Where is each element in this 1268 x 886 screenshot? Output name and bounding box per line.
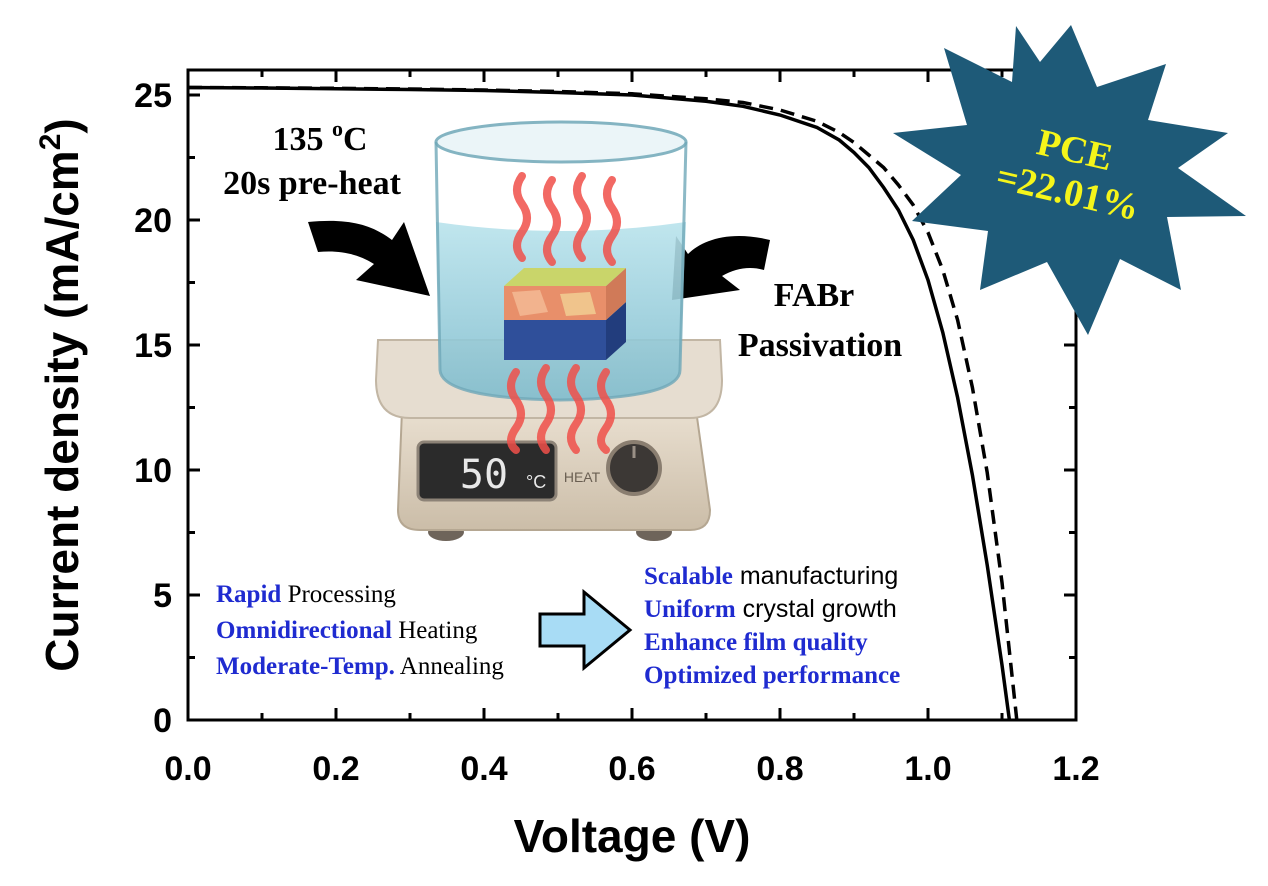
star-burst [893,25,1246,335]
heat-label: HEAT [564,469,601,485]
y-tick-label: 20 [134,202,172,240]
list-item: Moderate-Temp. Annealing [216,653,504,680]
x-tick-labels: 0.0 0.2 0.4 0.6 0.8 1.0 1.2 [164,750,1099,788]
x-axis-title: Voltage (V) [514,810,751,862]
pce-badge: PCE =22.01% [893,25,1246,335]
x-tick-label: 0.6 [608,750,655,788]
y-tick-label: 10 [134,452,172,490]
list-item: Optimized performance [644,662,900,689]
y-tick-label: 0 [153,702,172,740]
film-grain-1 [512,290,548,316]
x-tick-label: 0.8 [756,750,803,788]
list-item: Enhance film quality [644,629,868,656]
x-tick-label: 0.4 [460,750,507,788]
x-tick-label: 1.0 [904,750,951,788]
film-perovskite-side [606,268,626,320]
jv-curves [187,85,1019,721]
list-item: Uniform crystal growth [644,595,897,623]
heat-knob [606,440,662,496]
film-substrate-side [606,302,626,360]
y-tick-labels: 0 5 10 15 20 25 [134,77,172,740]
right-curved-arrow [672,235,770,300]
result-arrow [538,588,633,672]
y-tick-label: 15 [134,327,172,365]
beaker-rim [434,120,688,164]
film-substrate [504,320,606,360]
list-item: Scalable manufacturing [644,562,898,590]
jv-curve-solid [187,85,1012,721]
temperature-label: 135 oC [272,116,367,158]
film-top [504,268,626,286]
x-tick-label: 0.2 [312,750,359,788]
heat-waves-top [513,172,621,266]
y-tick-label: 25 [134,77,172,115]
left-curved-arrow [308,220,430,296]
preheat-label: 20s pre-heat [223,165,402,202]
passivation-label: Passivation [738,327,902,364]
x-tick-label: 0.0 [164,750,211,788]
list-item: Omnidirectional Heating [216,617,478,644]
beaker-illustration [434,120,688,402]
display-value: 50 [460,452,508,498]
y-tick-label: 5 [153,577,172,615]
film-grain-2 [560,292,596,316]
heat-waves-bottom [507,364,615,454]
display-unit: °C [526,472,546,492]
y-axis-title: Current density (mA/cm2) [34,118,88,671]
x-tick-label: 1.2 [1052,750,1099,788]
temperature-display [416,440,558,502]
fabr-label: FABr [774,277,855,314]
jv-curve-dashed [187,85,1019,721]
beaker-glass [434,141,688,402]
list-item: Rapid Processing [216,581,396,608]
